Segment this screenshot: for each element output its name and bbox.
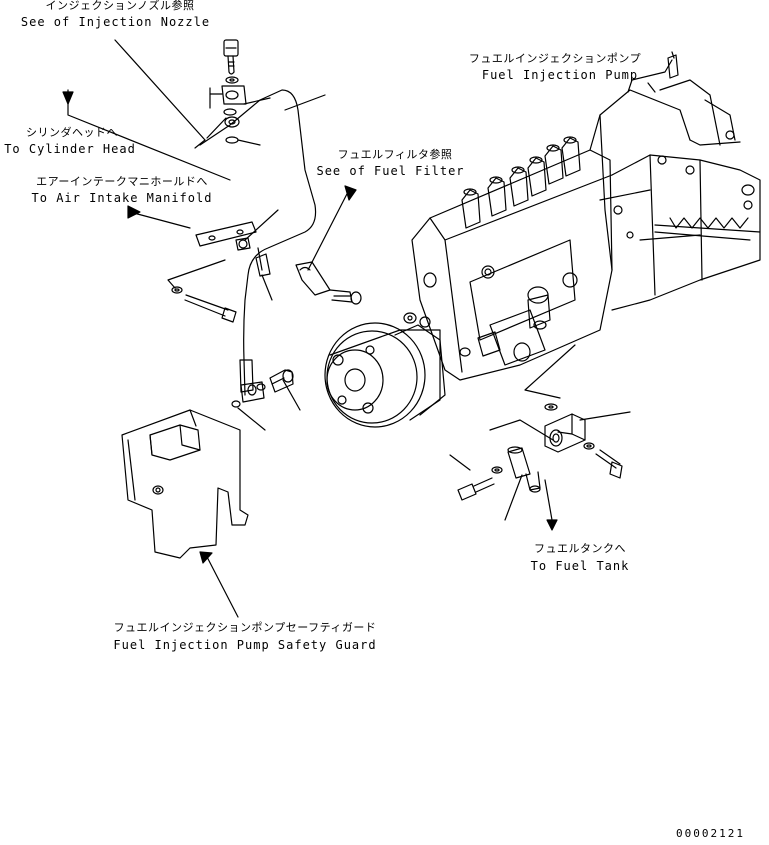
safety-guard-label-ja: フュエルインジェクションポンプセーフティガード <box>113 621 377 634</box>
injection-nozzle-label-ja: インジェクションノズル参照 <box>45 0 195 12</box>
fuel-filter-label-ja: フュエルフィルタ参照 <box>337 148 453 161</box>
banjo-bolt <box>269 369 294 393</box>
fuel-pipe <box>194 89 317 396</box>
pump-outlet-fitting <box>477 272 578 366</box>
nozzle-bolt <box>223 39 239 75</box>
injection-pump-label-ja: フュエルインジェクションポンプ <box>468 52 642 65</box>
pipe-joint-lower <box>231 359 266 408</box>
air-intake-label-en: To Air Intake Manifold <box>31 191 213 205</box>
air-intake-label-ja: エアーインテークマニホールドへ <box>36 175 208 188</box>
fuel-tank-joint <box>544 403 623 479</box>
long-bolt-left <box>171 286 237 323</box>
leader-lines <box>62 39 656 618</box>
safety-guard-label-en: Fuel Injection Pump Safety Guard <box>113 638 377 652</box>
drain-cock <box>457 446 541 501</box>
air-intake-bracket <box>195 221 257 251</box>
injection-pump-label-en: Fuel Injection Pump <box>481 68 639 82</box>
pipe-clip <box>255 247 271 277</box>
fuel-filter-clamp <box>295 261 362 305</box>
cylinder-head-label-en: To Cylinder Head <box>4 142 136 156</box>
drive-coupling <box>324 312 446 428</box>
delivery-valve-holders <box>461 136 581 229</box>
fuel-tank-label-en: To Fuel Tank <box>530 559 630 573</box>
cylinder-head-label-ja: シリンダヘッドへ <box>26 126 118 139</box>
safety-guard <box>121 409 249 559</box>
washers-nozzle <box>209 76 271 144</box>
fuel-tank-label-ja: フュエルタンクへ <box>534 542 626 555</box>
injection-nozzle-label-en: See of Injection Nozzle <box>20 15 211 29</box>
drawing-number: 00002121 <box>676 827 745 840</box>
injection-pump-body <box>411 51 761 381</box>
fuel-filter-label-en: See of Fuel Filter <box>316 164 465 178</box>
